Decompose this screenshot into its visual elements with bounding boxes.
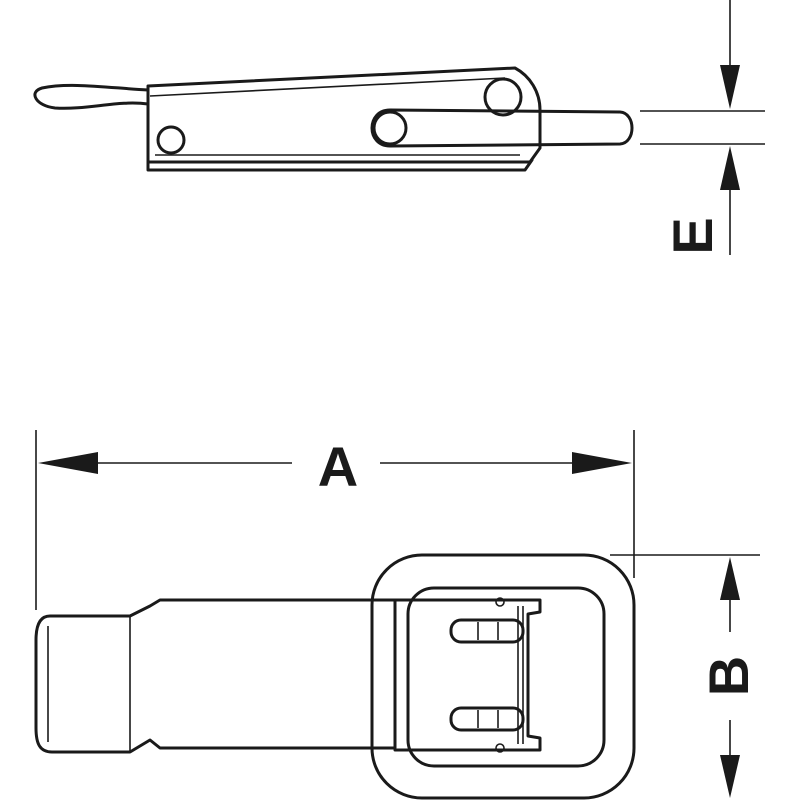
side-hook-bar [370, 108, 634, 148]
top-body [34, 598, 397, 754]
side-lever-tail [33, 83, 150, 110]
dim-b-arrow-bottom [720, 755, 740, 798]
dim-a-label: A [318, 435, 358, 498]
dim-e-arrow-bottom [720, 146, 740, 190]
top-lower-tab [449, 706, 525, 732]
dim-b-label: B [697, 656, 760, 696]
top-upper-tab [449, 618, 525, 644]
top-hinge-rivet-bottom [495, 743, 505, 753]
dimension-a: A [35, 430, 635, 610]
top-keeper-inner [406, 586, 606, 768]
side-hook-end [372, 110, 408, 146]
side-pivot-left [156, 125, 186, 155]
side-body-inner-edge [149, 77, 506, 97]
dim-e-label: E [661, 217, 724, 254]
side-view [33, 66, 634, 172]
dim-a-arrow-right [572, 452, 632, 474]
side-pivot-right [483, 77, 523, 117]
dimension-e: E [640, 0, 765, 255]
side-body [146, 66, 542, 164]
side-base-plate [146, 158, 534, 172]
top-keeper-outer [370, 553, 636, 800]
top-view [34, 553, 636, 800]
dim-a-arrow-left [38, 452, 98, 474]
top-hinge-frame [393, 598, 542, 752]
dim-e-arrow-top [720, 65, 740, 109]
top-hinge-rivet-top [495, 597, 505, 607]
dimension-b: B [610, 554, 760, 798]
dim-b-arrow-top [720, 557, 740, 600]
